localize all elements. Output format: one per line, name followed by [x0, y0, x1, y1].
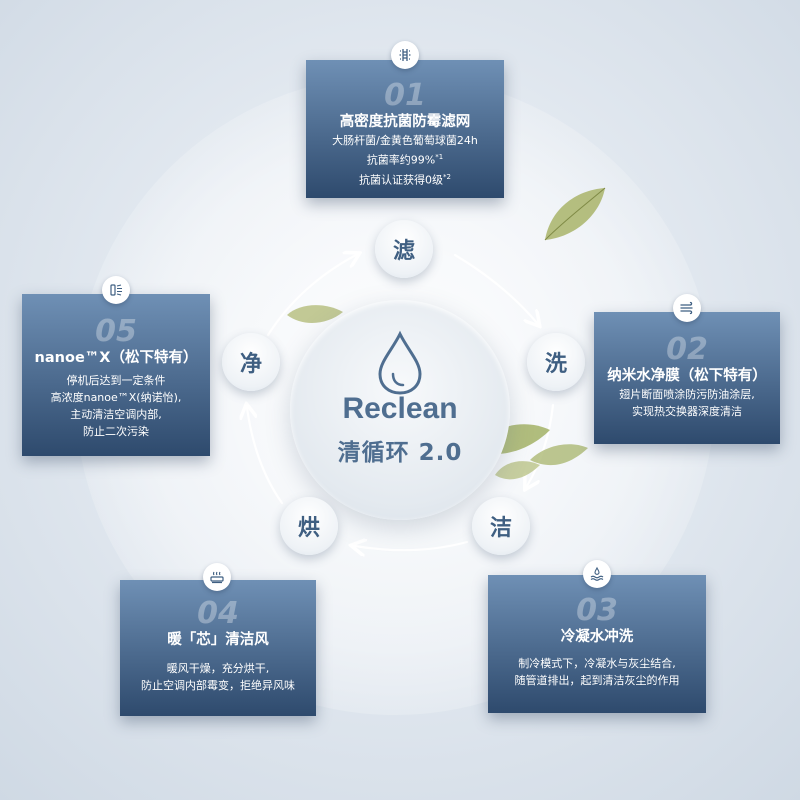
arrow-filter-to-wash	[453, 253, 537, 323]
arrow-wash-to-clean	[527, 403, 555, 486]
stage-clean: 洁	[472, 497, 530, 555]
card-title: 高密度抗菌防霉滤网	[339, 114, 471, 130]
card-title: nanoe™X（松下特有）	[34, 350, 198, 366]
arrow-dry-to-purify	[247, 408, 284, 505]
card-number: 02	[666, 332, 708, 367]
card-desc-line: 实现热交换器深度清洁	[632, 405, 742, 418]
water-drop-icon	[378, 330, 422, 395]
ion-emitter-icon	[110, 284, 122, 296]
feature-card-01: 01 高密度抗菌防霉滤网 大肠杆菌/金黄色葡萄球菌24h 抗菌率约99%*1 抗…	[306, 60, 504, 198]
center-subtitle: 清循环 2.0	[337, 440, 463, 466]
card-desc-line: 高浓度nanoe™X(纳诺怡),	[50, 391, 182, 404]
card-desc-line: 抗菌率约99%*1	[366, 153, 444, 167]
air-flow-icon	[680, 301, 693, 315]
center-title: Reclean	[342, 392, 458, 425]
stage-wash: 洗	[527, 333, 585, 391]
card-desc-line: 抗菌认证获得0级*2	[359, 172, 451, 187]
feature-card-04: 04 暖「芯」清洁风 暖风干燥，充分烘干, 防止空调内部霉变，拒绝异风味	[120, 580, 316, 716]
stage-purify: 净	[222, 333, 280, 391]
card-desc-line: 停机后达到一定条件	[66, 374, 166, 387]
card-title: 纳米水净膜（松下特有）	[607, 368, 767, 384]
arrow-clean-to-dry	[355, 542, 469, 550]
card-number: 05	[95, 314, 137, 349]
stage-filter: 滤	[375, 220, 433, 278]
card-desc-line: 防止二次污染	[83, 425, 149, 438]
card-desc-line: 翅片断面喷涂防污防油涂层,	[619, 388, 755, 401]
arrow-purify-to-filter	[266, 255, 356, 337]
card-04-badge	[203, 563, 231, 591]
card-01-badge	[391, 41, 419, 69]
card-desc-line: 主动清洁空调内部,	[70, 408, 162, 421]
card-desc-line: 制冷模式下，冷凝水与灰尘结合,	[518, 657, 676, 670]
leaf-decoration-top	[544, 187, 606, 241]
card-03-badge	[583, 560, 611, 588]
filter-mesh-icon	[399, 49, 411, 61]
card-desc-line: 防止空调内部霉变，拒绝异风味	[141, 679, 295, 692]
warm-air-icon	[210, 571, 224, 584]
card-number: 04	[197, 596, 239, 631]
card-05-badge	[102, 276, 130, 304]
card-title: 冷凝水冲洗	[560, 629, 634, 645]
card-desc-line: 大肠杆菌/金黄色葡萄球菌24h	[332, 134, 478, 147]
card-number: 01	[384, 78, 426, 113]
card-number: 03	[576, 593, 618, 628]
card-title: 暖「芯」清洁风	[167, 632, 269, 648]
feature-card-05: 05 nanoe™X（松下特有） 停机后达到一定条件 高浓度nanoe™X(纳诺…	[22, 294, 210, 456]
feature-card-02: 02 纳米水净膜（松下特有） 翅片断面喷涂防污防油涂层, 实现热交换器深度清洁	[594, 312, 780, 444]
central-core: Reclean 清循环 2.0	[290, 300, 510, 520]
card-desc-line: 随管道排出，起到清洁灰尘的作用	[514, 674, 680, 687]
stage-dry: 烘	[280, 497, 338, 555]
water-drops-icon	[590, 566, 604, 581]
card-02-badge	[673, 294, 701, 322]
card-desc-line: 暖风干燥，充分烘干,	[166, 662, 270, 675]
leaf-decoration-left	[287, 305, 343, 323]
feature-card-03: 03 冷凝水冲洗 制冷模式下，冷凝水与灰尘结合, 随管道排出，起到清洁灰尘的作用	[488, 575, 706, 713]
